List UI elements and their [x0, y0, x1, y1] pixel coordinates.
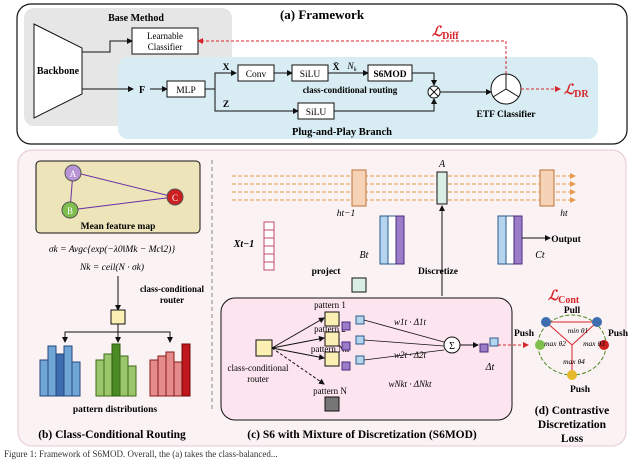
- base-method-label: Base Method: [108, 13, 164, 24]
- wN-label: wNkt · ΔNkt: [388, 379, 432, 389]
- mixture-box: [220, 297, 513, 421]
- loss-diff: ℒDiff: [432, 25, 459, 42]
- pattern-distributions-label: pattern distributions: [73, 405, 157, 415]
- svg-text:C: C: [172, 193, 178, 203]
- etf-label: ETF Classifier: [476, 110, 536, 120]
- mlp-to-X: [205, 70, 237, 90]
- discretize-label: Discretize: [418, 267, 458, 277]
- pattern-N-label: pattern N: [313, 386, 347, 396]
- push-left-label: Push: [514, 329, 535, 339]
- pattern-2-label: pattern 2: [314, 324, 346, 334]
- router-label-2: router: [160, 295, 184, 305]
- histogram-green: [95, 343, 137, 397]
- router-block: [110, 309, 126, 325]
- C-stack: [497, 215, 523, 265]
- contrast-caption-1: (d) Contrastive: [535, 405, 609, 417]
- X-label: X: [223, 63, 230, 73]
- silu2-label: SiLU: [306, 108, 327, 118]
- pull-label: Pull: [564, 306, 581, 316]
- loss-dr: ℒDR: [564, 83, 589, 100]
- nk-label: Nk: [346, 62, 356, 73]
- histogram-red: [149, 343, 191, 397]
- x-prev-stack: [263, 221, 275, 271]
- silu-label: SiLU: [300, 70, 321, 80]
- conv-label: Conv: [246, 70, 267, 80]
- push-right-label: Push: [608, 329, 629, 339]
- A-block: [436, 171, 448, 205]
- project-label: project: [312, 267, 342, 277]
- backbone-to-classifier: [82, 38, 133, 53]
- B-label: Bt: [360, 250, 369, 261]
- node-C: [166, 188, 184, 206]
- project-block: [351, 277, 367, 293]
- s6mod-label: S6MOD: [373, 70, 406, 80]
- figure-footer: Figure 1: Framework of S6MOD. Overall, t…: [4, 449, 278, 459]
- router-label-1: class-conditional: [140, 284, 205, 294]
- loss-cont: ℒCont: [548, 289, 580, 306]
- mixture-router-block: [255, 339, 273, 357]
- w1-label: w1t · Δ1t: [394, 317, 427, 327]
- diff-loss-arrow: [197, 38, 507, 74]
- backbone-label: Backbone: [37, 66, 80, 77]
- delta-t-label: Δt: [485, 362, 495, 373]
- mixture-router-label-1: class-conditional: [228, 363, 289, 373]
- min-theta-label: min θ1: [568, 326, 589, 335]
- weight-squares: [341, 315, 365, 371]
- s6mod-to-mult: [412, 72, 437, 86]
- node-A: [64, 164, 82, 182]
- hidden-state-lines: [232, 173, 576, 203]
- h-prev-block: [351, 169, 367, 207]
- histogram-blue: [39, 345, 81, 397]
- silu2-to-mult: [334, 98, 437, 112]
- max-theta4-label: max θ4: [563, 357, 585, 366]
- h-prev-label: ht−1: [337, 209, 356, 219]
- sigma-equation: σk = Avgc{exp(−λ0‖Mk − Mc‖2)}: [49, 244, 175, 255]
- node-B: [61, 201, 79, 219]
- pattern-1-label: pattern 1: [314, 300, 346, 310]
- h-t-label: ht: [560, 209, 568, 219]
- mean-feature-map-label: Mean feature map: [81, 222, 156, 232]
- sum-label: Σ: [449, 341, 455, 352]
- contrast-caption-3: Loss: [561, 433, 584, 445]
- mlp-label: MLP: [176, 86, 196, 96]
- pattern-Nk-label: pattern Nk: [311, 344, 350, 354]
- push-bottom-label: Push: [570, 385, 591, 395]
- n-equation: Nk = ceil(N · σk): [79, 262, 144, 273]
- Z-label: Z: [223, 100, 229, 110]
- framework-title: (a) Framework: [280, 7, 365, 22]
- delta-squares: [479, 337, 499, 353]
- F-label: F: [139, 85, 145, 96]
- output-label: Output: [551, 235, 581, 245]
- routing-label: class-conditional routing: [303, 85, 398, 95]
- graph-edges: [69, 171, 175, 211]
- plug-branch-label: Plug-and-Play Branch: [292, 127, 392, 138]
- routing-caption: (b) Class-Conditional Routing: [38, 429, 186, 441]
- A-label: A: [438, 159, 446, 170]
- learnable-classifier-line2: Classifier: [148, 42, 183, 52]
- h-t-block: [539, 169, 555, 207]
- mixture-router-label-2: router: [247, 374, 269, 384]
- w2-label: w2t · Δ2t: [394, 350, 427, 360]
- max-theta2-label: max θ2: [544, 339, 566, 348]
- contrast-caption-2: Discretization: [538, 419, 607, 431]
- B-stack: [379, 215, 405, 265]
- s6-caption: (c) S6 with Mixture of Discretization (S…: [247, 429, 477, 441]
- svg-text:B: B: [67, 206, 73, 216]
- svg-text:A: A: [70, 169, 77, 179]
- C-label: Ct: [535, 250, 545, 261]
- x-prev-label: Xt−1: [233, 239, 255, 250]
- mlp-to-Z: [214, 89, 299, 114]
- pattern-N-block: [324, 396, 340, 412]
- learnable-classifier-line1: Learnable: [147, 31, 183, 41]
- max-theta3-label: max θ3: [583, 339, 605, 348]
- xbar-label: X̄: [333, 62, 340, 73]
- backbone-block: [33, 23, 83, 119]
